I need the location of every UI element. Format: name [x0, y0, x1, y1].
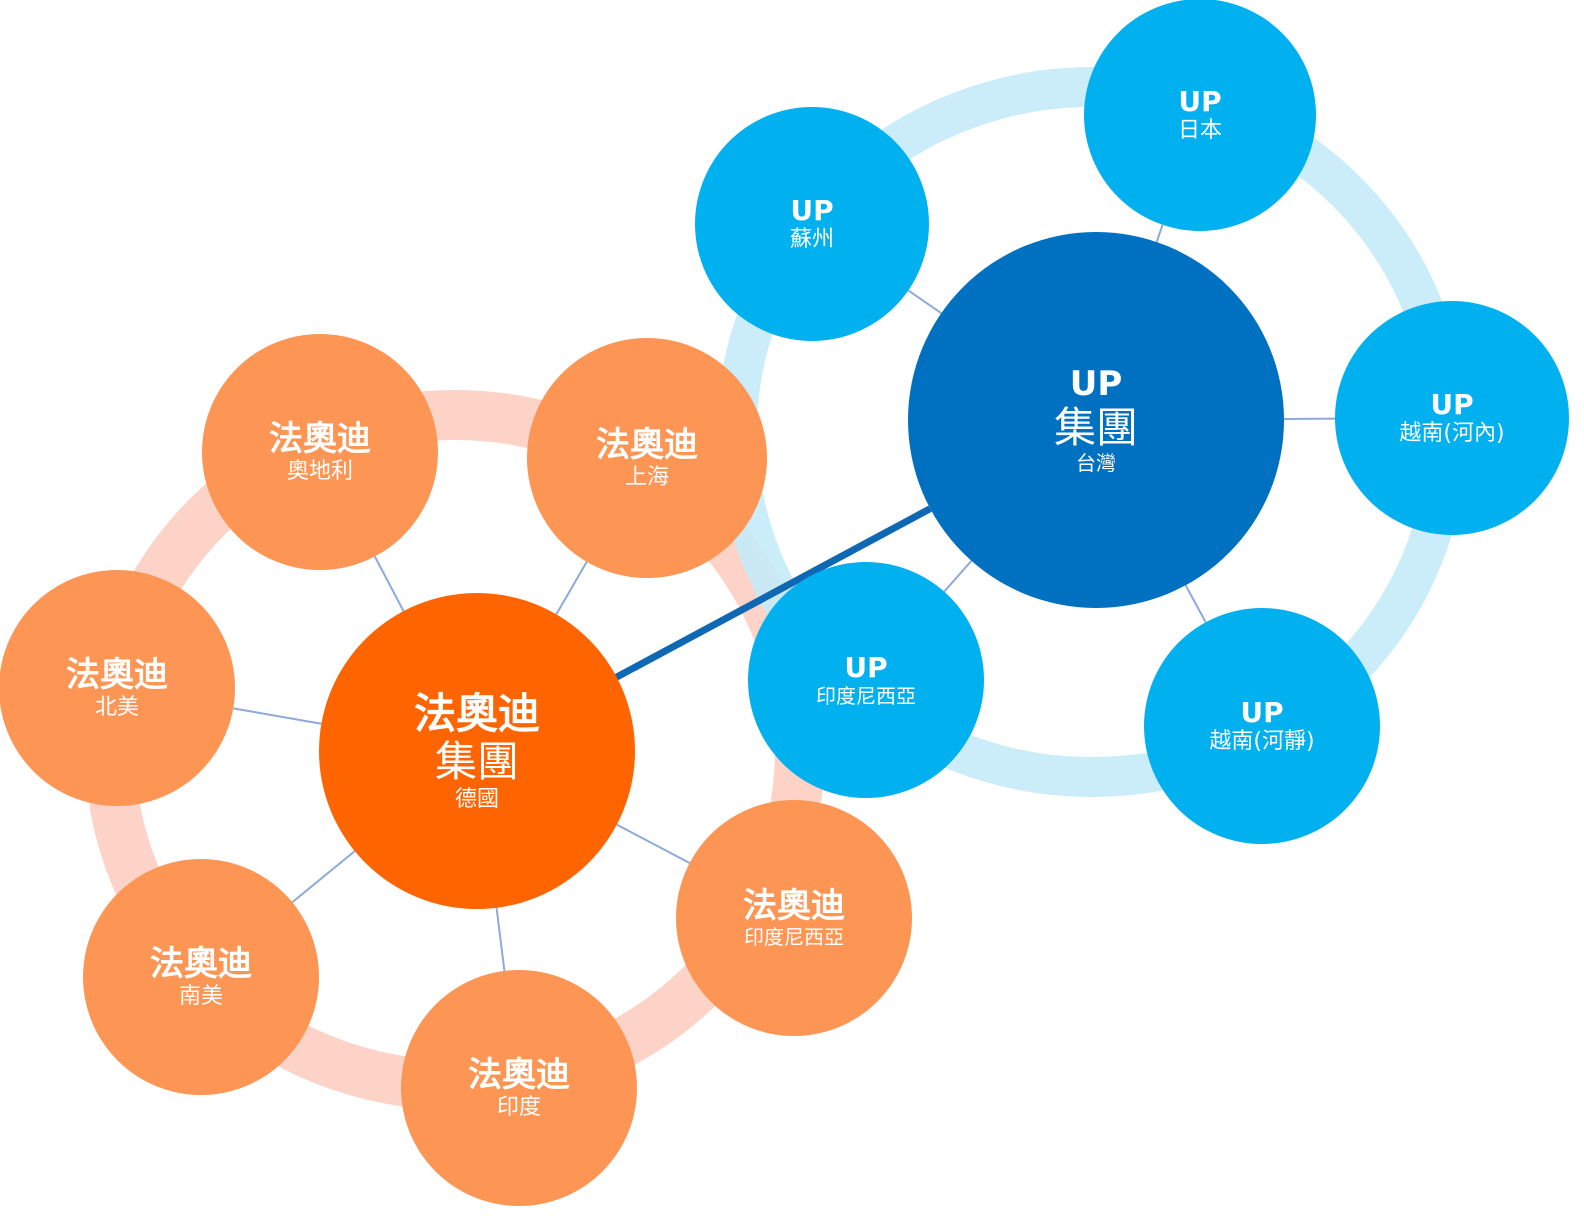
group-bridge-connector [608, 505, 932, 684]
node-location: 南美 [178, 983, 223, 1009]
node-title: 法奧迪 [468, 1054, 570, 1095]
node-fadi-austria: 法奧迪 奧地利 [202, 334, 438, 570]
node-up-indonesia: UP 印度尼西亞 [748, 562, 984, 798]
center-location: 德國 [454, 786, 499, 812]
node-title: 法奧迪 [269, 418, 371, 459]
node-location: 印度尼西亞 [816, 683, 916, 708]
node-title: 法奧迪 [596, 424, 698, 465]
node-title: UP [1430, 388, 1474, 422]
node-title: 法奧迪 [66, 654, 168, 695]
node-title: UP [1240, 696, 1284, 730]
center-title: UP [1069, 363, 1123, 404]
node-title: 法奧迪 [150, 943, 252, 984]
node-fadi-group-center: 法奧迪 集團 德國 [319, 593, 635, 909]
node-location: 越南(河內) [1399, 421, 1505, 447]
center-subtitle: 集團 [434, 737, 519, 787]
connector-fadi-south-america [291, 850, 356, 904]
node-location: 印度尼西亞 [744, 925, 844, 950]
node-up-group-center: UP 集團 台灣 [908, 232, 1284, 608]
node-location: 越南(河靜) [1209, 729, 1315, 755]
node-location: 上海 [624, 464, 669, 490]
connector-up-suzhou [907, 289, 942, 315]
connector-up-japan [1155, 224, 1164, 243]
node-up-vietnam-hatinh: UP 越南(河靜) [1144, 608, 1380, 844]
node-fadi-indonesia: 法奧迪 印度尼西亞 [676, 800, 912, 1036]
node-fadi-north-america: 法奧迪 北美 [0, 570, 235, 806]
node-location: 印度 [496, 1094, 541, 1120]
connector-fadi-austria [373, 556, 405, 612]
connector-fadi-north-america [233, 707, 322, 725]
node-location: 日本 [1177, 118, 1222, 144]
connector-fadi-india [495, 907, 506, 972]
center-location: 台灣 [1076, 451, 1116, 476]
node-up-vietnam-hanoi: UP 越南(河內) [1335, 301, 1569, 535]
node-fadi-india: 法奧迪 印度 [401, 970, 637, 1206]
node-location: 奧地利 [286, 458, 353, 484]
center-title: 法奧迪 [413, 689, 540, 739]
node-title: UP [844, 651, 888, 685]
node-location: 北美 [94, 694, 139, 720]
node-up-japan: UP 日本 [1084, 0, 1316, 231]
node-fadi-shanghai: 法奧迪 上海 [527, 338, 767, 578]
connector-fadi-shanghai [555, 561, 588, 615]
node-title: UP [790, 194, 834, 228]
node-title: 法奧迪 [743, 885, 845, 926]
center-subtitle: 集團 [1053, 402, 1138, 452]
connector-up-vietnam-hatinh [1184, 584, 1207, 623]
connector-fadi-indonesia [616, 823, 691, 864]
node-fadi-south-america: 法奧迪 南美 [83, 859, 319, 1095]
node-up-suzhou: UP 蘇州 [695, 107, 929, 341]
connector-up-indonesia [943, 560, 973, 593]
node-title: UP [1178, 85, 1222, 119]
node-location: 蘇州 [789, 227, 834, 253]
